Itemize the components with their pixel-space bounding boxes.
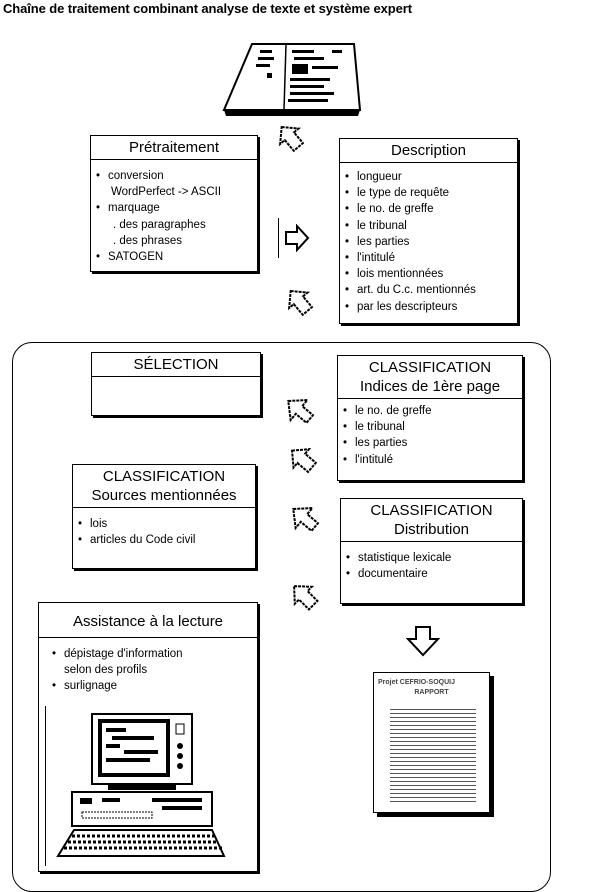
divider — [45, 706, 46, 866]
list-item: selon des profils — [64, 664, 148, 677]
list-item: surlignage — [47, 678, 257, 694]
list-item: le tribunal — [338, 419, 522, 435]
selection-heading: SÉLECTION — [92, 353, 260, 377]
list-item: les parties — [340, 234, 517, 250]
diagram-title: Chaîne de traitement combinant analyse d… — [3, 1, 412, 16]
list-item: statistique lexicale — [341, 550, 522, 566]
pretraitement-box: Prétraitement conversion WordPerfect -> … — [90, 135, 258, 272]
classification-distribution-box: CLASSIFICATION Distribution statistique … — [340, 498, 523, 604]
arrow-icon — [290, 447, 318, 474]
list-item: lois mentionnées — [340, 266, 517, 282]
list-item: dépistage d'information — [47, 646, 257, 662]
description-box: Description longueur le type de requête … — [339, 138, 518, 324]
report-project: Projet CEFRIO-SOQUIJ — [378, 679, 456, 686]
classification-indices-heading: CLASSIFICATION — [368, 359, 492, 376]
classification-distribution-subheading: Distribution — [393, 521, 470, 538]
report-title: RAPPORT — [414, 689, 449, 696]
list-item: le tribunal — [340, 218, 517, 234]
arrow-icon — [278, 125, 304, 152]
report-document: Projet CEFRIO-SOQUIJ RAPPORT — [373, 672, 490, 813]
list-item: les parties — [338, 435, 522, 451]
list-item: le no. de greffe — [340, 201, 517, 217]
description-heading: Description — [340, 139, 517, 163]
list-item: le no. de greffe — [338, 403, 522, 419]
report-text-lines — [390, 709, 476, 805]
arrow-down-icon — [406, 626, 440, 657]
divider — [278, 218, 279, 258]
list-item: documentaire — [341, 566, 522, 582]
list-item: lois — [73, 516, 255, 532]
list-item: . des paragraphes — [113, 218, 206, 231]
selection-box: SÉLECTION — [91, 352, 261, 416]
classification-indices-box: CLASSIFICATION Indices de 1ère page le n… — [337, 355, 523, 481]
computer-illustration — [56, 713, 226, 857]
classification-sources-heading: CLASSIFICATION — [102, 468, 226, 485]
arrow-icon — [292, 506, 320, 533]
list-item: l'intitulé — [340, 250, 517, 266]
list-item: l'intitulé — [338, 452, 522, 468]
list-item: WordPerfect -> ASCII — [111, 186, 222, 199]
list-item: SATOGEN — [91, 249, 257, 265]
arrow-icon — [293, 585, 319, 611]
list-item: . des phrases — [113, 234, 183, 247]
list-item: articles du Code civil — [73, 532, 255, 548]
pretraitement-heading: Prétraitement — [91, 136, 257, 160]
list-item: le type de requête — [340, 185, 517, 201]
classification-sources-box: CLASSIFICATION Sources mentionnées lois … — [72, 464, 256, 569]
classification-distribution-heading: CLASSIFICATION — [370, 502, 493, 519]
list-item: marquage — [91, 200, 257, 216]
list-item: par les descripteurs — [340, 299, 517, 315]
list-item: conversion — [91, 168, 257, 184]
list-item: longueur — [340, 169, 517, 185]
arrow-icon — [287, 289, 314, 316]
document-illustration — [222, 43, 362, 116]
list-item: art. du C.c. mentionnés — [340, 282, 517, 298]
classification-indices-subheading: Indices de 1ère page — [359, 378, 501, 395]
arrow-right-icon — [285, 224, 310, 252]
classification-sources-subheading: Sources mentionnées — [91, 487, 237, 504]
arrow-icon — [287, 398, 315, 425]
assistance-heading: Assistance à la lecture — [39, 603, 257, 638]
